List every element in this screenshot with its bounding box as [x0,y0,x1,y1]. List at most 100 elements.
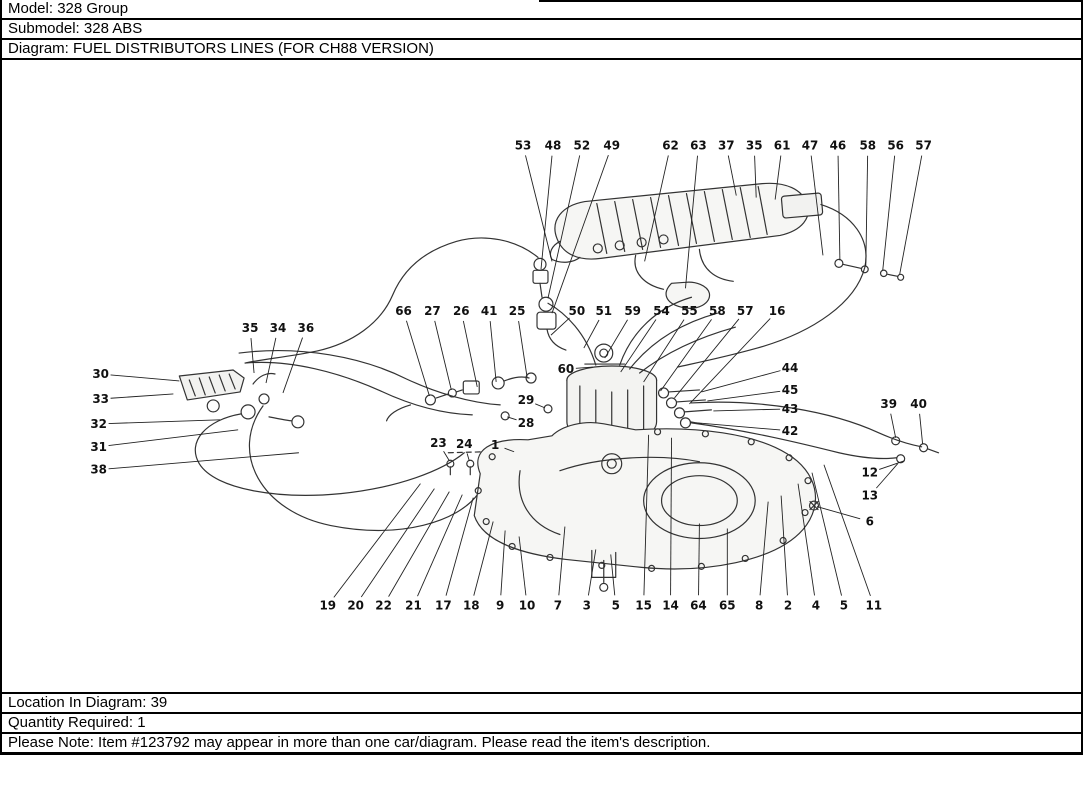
callout-leader-26 [462,320,478,388]
callout-42: 42 [782,424,799,438]
callout-leader-36 [282,337,303,394]
callout-60: 60 [558,362,575,376]
callout-24: 24 [456,437,473,451]
callout-leader-51 [583,319,600,349]
callout-9: 9 [496,598,504,612]
callout-47: 47 [802,139,819,153]
callout-leader-57 [899,155,923,275]
callout-leader-4 [797,483,815,596]
callout-leader-39 [890,413,897,438]
callout-leader-43 [713,408,781,412]
callout-12: 12 [861,466,878,480]
callout-65: 65 [719,598,736,612]
callout-5: 5 [840,598,848,612]
location-text: Location In Diagram: 39 [8,694,168,711]
diagram-title-text: Diagram: FUEL DISTRIBUTORS LINES (FOR CH… [8,40,434,57]
callout-13: 13 [861,489,878,503]
callout-63: 63 [690,139,707,153]
callout-54: 54 [653,304,670,318]
callout-leader-56 [882,155,896,271]
callout-leader-62 [644,155,669,262]
header-submodel: Submodel: 328 ABS [2,20,1081,40]
callout-27: 27 [424,304,441,318]
callout-7: 7 [554,598,562,612]
callout-2: 2 [784,598,792,612]
callout-43: 43 [782,402,799,416]
callout-44: 44 [782,361,799,375]
callout-8: 8 [755,598,763,612]
callout-leader-33 [110,393,174,399]
callout-6: 6 [866,515,874,529]
callout-49: 49 [603,139,620,153]
callout-leader-53 [525,155,553,262]
callout-66: 66 [395,304,412,318]
callout-5: 5 [612,598,620,612]
callout-1: 1 [491,438,499,452]
model-text: Model: 328 Group [8,0,129,17]
callout-56: 56 [887,139,904,153]
callout-leader-41 [489,321,497,383]
callout-leader-15 [643,434,650,596]
callout-leader-23 [443,451,450,461]
callout-leader-52 [547,155,581,299]
callout-25: 25 [509,304,526,318]
callout-leader-66 [405,320,430,397]
callout-leader-20 [360,488,435,598]
callout-leader-16 [689,318,771,405]
callout-leader-7 [558,526,566,596]
callout-leader-8 [759,501,769,596]
callout-leader-3 [587,549,597,596]
callout-leader-31 [108,429,239,447]
callout-55: 55 [681,304,698,318]
callout-leader-30 [110,374,180,382]
callout-leader-29 [535,403,546,409]
callout-leader-13 [876,463,899,489]
callout-leader-57 [674,318,740,399]
callout-59: 59 [624,304,641,318]
callout-leader-42 [696,422,781,431]
callout-leader-58 [865,155,869,267]
callout-18: 18 [463,598,480,612]
callout-32: 32 [90,417,107,431]
callout-leader-37 [727,155,737,196]
callout-leader-5 [811,472,842,596]
footer-note: Please Note: Item #123792 may appear in … [2,734,1081,755]
callout-3: 3 [583,598,591,612]
callout-leader-25 [518,320,528,378]
footer-quantity: Quantity Required: 1 [2,714,1081,734]
callout-20: 20 [347,598,364,612]
callout-leader-12 [879,460,905,470]
callout-leader-32 [108,419,221,424]
engine-drawing [178,182,940,592]
callout-21: 21 [405,598,422,612]
callout-leader-64 [698,523,700,596]
callout-leader-28 [506,416,517,421]
header-diagram-title: Diagram: FUEL DISTRIBUTORS LINES (FOR CH… [2,40,1081,60]
callout-leader-5 [610,554,616,596]
callout-leader-45 [707,390,781,402]
callout-58: 58 [709,304,726,318]
callout-34: 34 [270,321,287,335]
callout-leader-48 [540,155,553,270]
callout-57: 57 [915,139,932,153]
callout-22: 22 [375,598,392,612]
callout-leader-40 [919,413,924,444]
callout-45: 45 [782,383,799,397]
callout-leader-11 [823,464,871,597]
callout-35: 35 [746,139,763,153]
callout-leader-9 [500,530,506,596]
callout-leader-21 [417,494,463,597]
callout-leader-34 [265,337,277,384]
callout-62: 62 [662,139,679,153]
callout-61: 61 [774,139,791,153]
submodel-text: Submodel: 328 ABS [8,20,143,37]
callout-leader-1 [504,447,515,453]
callout-10: 10 [519,598,536,612]
callout-leader-63 [685,155,698,289]
callout-leader-22 [388,491,450,597]
note-text: Please Note: Item #123792 may appear in … [8,734,711,751]
callout-leader-27 [434,320,452,391]
callout-leader-59 [604,319,628,359]
